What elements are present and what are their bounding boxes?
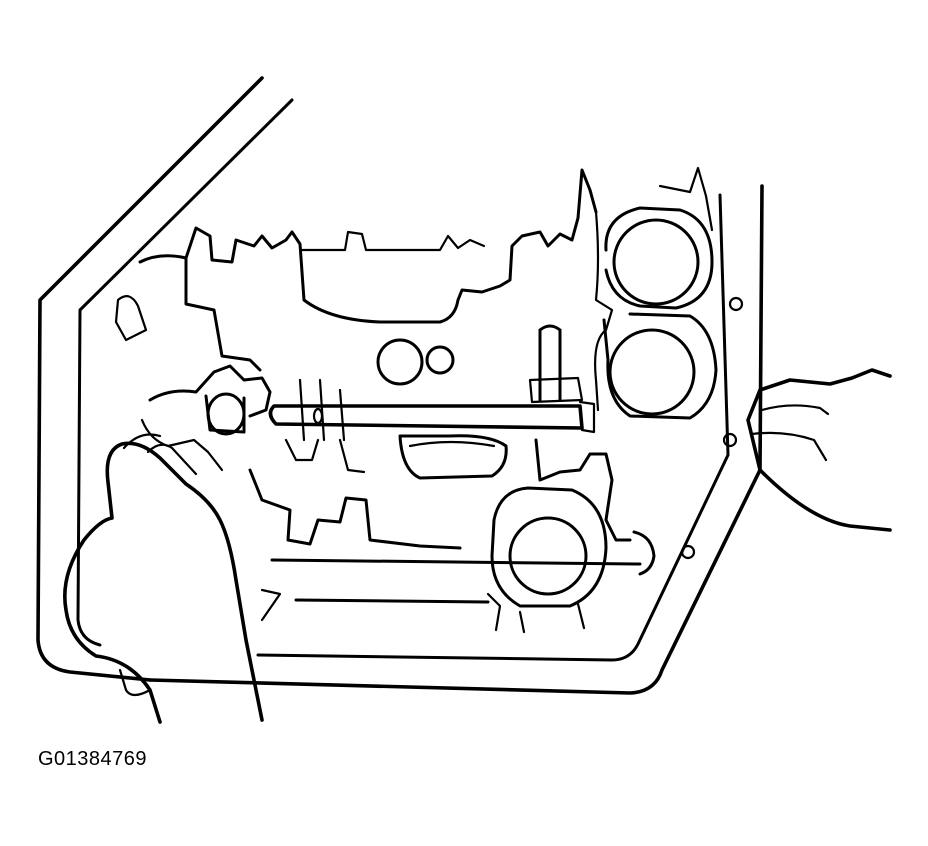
case-inner-flange	[76, 98, 294, 647]
shaft-rod-end	[578, 400, 596, 434]
lower-body-blocks	[284, 378, 366, 474]
vertical-bore-clip	[528, 376, 584, 404]
right-hand-fingers	[750, 404, 830, 462]
bottom-plate-line-1	[270, 558, 642, 566]
lower-boss-housing	[490, 486, 608, 608]
upper-bore	[612, 218, 700, 306]
left-hand	[63, 441, 264, 724]
middle-cavity-inner	[408, 440, 496, 448]
upper-bore-housing	[604, 206, 714, 310]
shaft-rod-hole	[312, 407, 324, 425]
lower-body-right	[534, 438, 632, 542]
bolt-hole-2	[722, 432, 738, 448]
valve-body-top-inner	[298, 230, 486, 252]
plug-small	[425, 345, 455, 375]
case-inner-flange-right	[256, 193, 730, 662]
left-hand-fingers	[118, 433, 198, 697]
lower-body-left	[248, 468, 462, 550]
bolt-hole-3	[680, 544, 696, 560]
left-bracket-sleeve	[206, 392, 246, 436]
case-outer-outline-right	[148, 184, 764, 695]
middle-bore-housing	[602, 312, 718, 420]
bolt-hole-1	[728, 296, 744, 312]
case-outer-outline	[36, 76, 264, 682]
plug-large	[376, 338, 424, 386]
bottom-plate-line-3	[260, 588, 282, 622]
left-bracket-lower	[140, 418, 224, 472]
right-corner-bracket	[658, 166, 714, 232]
middle-cavity	[398, 434, 508, 480]
valve-body-top-edge	[138, 168, 598, 324]
shaft-rod	[268, 404, 584, 430]
left-bracket-body	[204, 394, 246, 434]
right-hand	[746, 368, 892, 532]
figure-id-label: G01384769	[38, 748, 148, 770]
detent-arc	[632, 530, 656, 576]
left-bracket	[148, 364, 272, 418]
lower-boss-tabs	[486, 592, 586, 634]
vertical-bore	[538, 324, 562, 402]
right-shift-edge	[594, 210, 614, 412]
middle-bore	[608, 328, 696, 416]
valve-body-left-notch	[114, 295, 148, 342]
lower-boss-bore	[508, 516, 588, 596]
valve-body-left-block	[184, 256, 262, 372]
bottom-plate-line-2	[294, 598, 490, 604]
